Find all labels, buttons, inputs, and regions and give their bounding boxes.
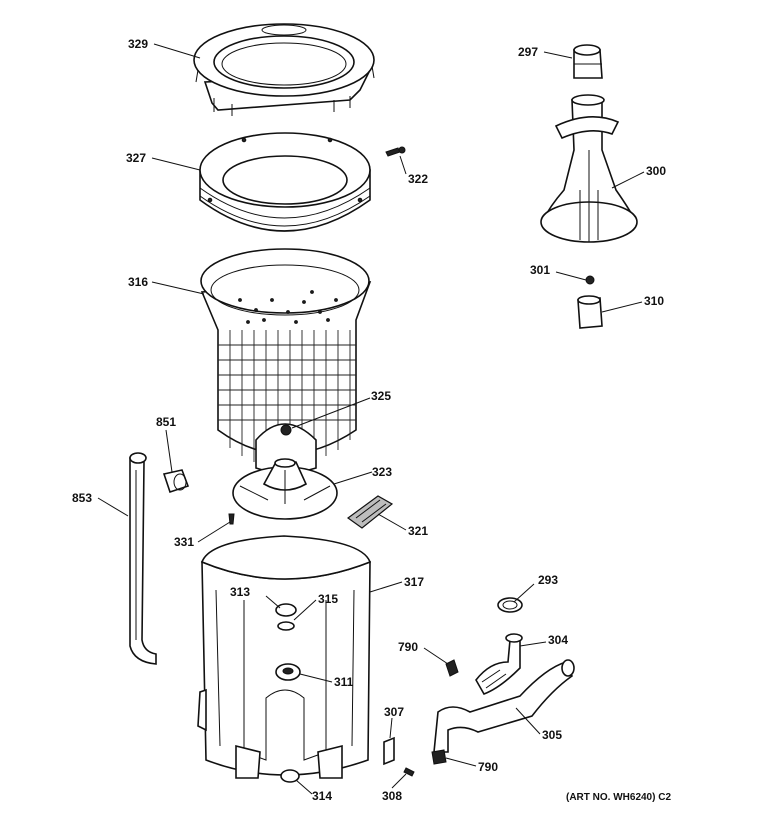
part-322-screw: [385, 146, 406, 157]
part-321-filter: [346, 495, 394, 529]
callout-314: 314: [312, 789, 332, 803]
part-304-hose: [475, 633, 523, 695]
callout-304: 304: [548, 633, 568, 647]
part-307-bracket: [383, 736, 395, 766]
callout-321: 321: [408, 524, 428, 538]
callout-311: 311: [334, 675, 354, 689]
part-297-cap: [573, 44, 603, 79]
callout-790-upper: 790: [398, 640, 418, 654]
callout-317: 317: [404, 575, 424, 589]
callout-323: 323: [372, 465, 392, 479]
callout-293: 293: [538, 573, 558, 587]
callout-329: 329: [128, 37, 148, 51]
callout-307: 307: [384, 705, 404, 719]
part-305-hose: [433, 659, 575, 753]
part-308-screw: [403, 767, 415, 777]
part-317-outer-tub: [197, 535, 372, 779]
part-790-clamp-lower: [431, 749, 447, 765]
part-301-ball: [585, 275, 595, 285]
part-293-clamp: [497, 597, 523, 613]
callout-327: 327: [126, 151, 146, 165]
callout-308: 308: [382, 789, 402, 803]
art-number: (ART NO. WH6240) C2: [566, 792, 671, 803]
part-316-wash-basket: [200, 248, 372, 474]
callout-labels: 329 327 322 316 325 851 853 323 321 331 …: [72, 37, 671, 803]
part-853-hose: [129, 452, 157, 665]
callout-316: 316: [128, 275, 148, 289]
callout-297: 297: [518, 45, 538, 59]
part-311-bearing: [275, 663, 301, 681]
callout-322: 322: [408, 172, 428, 186]
callout-315: 315: [318, 592, 338, 606]
part-851-nut: [162, 469, 190, 494]
callout-305: 305: [542, 728, 562, 742]
callout-301: 301: [530, 263, 550, 277]
part-313-seal: [275, 603, 297, 617]
part-329-tub-cover: [193, 23, 375, 116]
part-310-cap: [577, 295, 603, 329]
callout-300: 300: [646, 164, 666, 178]
part-314-grommet: [280, 769, 300, 783]
part-315-seal: [277, 621, 295, 631]
part-327-balance-ring: [199, 132, 371, 232]
callout-790-lower: 790: [478, 760, 498, 774]
callout-313: 313: [230, 585, 250, 599]
part-790-clamp-upper: [445, 659, 459, 677]
callout-331: 331: [174, 535, 194, 549]
callout-325: 325: [371, 389, 391, 403]
part-323-hub: [232, 458, 338, 520]
part-300-agitator: [540, 94, 638, 243]
leader-lines: [97, 43, 645, 795]
part-331-pin: [228, 513, 235, 525]
callout-851: 851: [156, 415, 176, 429]
callout-310: 310: [644, 294, 664, 308]
callout-853: 853: [72, 491, 92, 505]
